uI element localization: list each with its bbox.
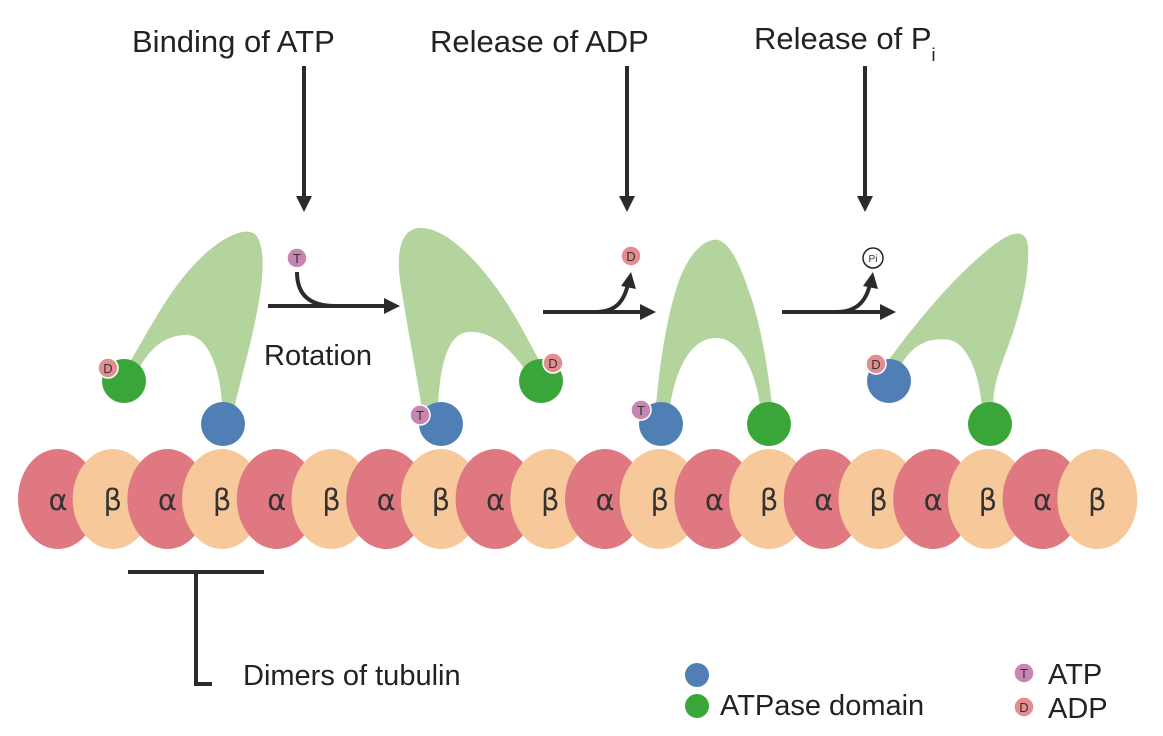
motor-state-1: D [97, 231, 263, 446]
legend-atp: ATP [1048, 659, 1102, 691]
beta-tubulin: β [400, 449, 481, 549]
dimers-label: Dimers of tubulin [243, 660, 461, 692]
adp-badge: D [865, 353, 887, 375]
beta-label: β [979, 483, 998, 517]
beta-label: β [650, 483, 669, 517]
beta-label: β [322, 483, 341, 517]
dimers-bracket [128, 570, 264, 686]
alpha-label: α [595, 483, 614, 517]
legend-head-blue [685, 663, 709, 687]
beta-label: β [869, 483, 888, 517]
svg-text:T: T [416, 408, 424, 423]
alpha-tubulin: α [18, 449, 98, 549]
transition-arrow-1: T [268, 247, 400, 314]
motor-head-blue [201, 402, 245, 446]
beta-tubulin: β [729, 449, 810, 549]
motor-state-4: D [865, 233, 1029, 446]
alpha-tubulin: α [674, 449, 755, 549]
beta-tubulin: β [291, 449, 372, 549]
beta-label: β [760, 483, 779, 517]
motor-head-green [747, 402, 791, 446]
release-pi-main: Release of P [754, 21, 932, 56]
alpha-tubulin: α [236, 449, 317, 549]
step-title-binding-atp: Binding of ATP [132, 24, 335, 59]
svg-text:D: D [871, 357, 880, 372]
svg-text:D: D [548, 356, 557, 371]
transition-arrow-2: D [543, 245, 656, 320]
pi-badge: Pi [862, 247, 884, 269]
svg-text:D: D [103, 361, 112, 376]
beta-tubulin: β [182, 449, 263, 549]
adp-badge: D [97, 357, 119, 379]
atp-badge: T [409, 404, 431, 426]
legend-atp-badge: T [1013, 662, 1035, 684]
legend-adp: ADP [1048, 693, 1108, 725]
legend-atpase-domain: ATPase domain [720, 690, 924, 722]
legend-head-green [685, 694, 709, 718]
svg-text:T: T [293, 251, 301, 266]
alpha-tubulin: α [565, 449, 645, 549]
svg-text:D: D [626, 249, 635, 264]
alpha-label: α [267, 483, 286, 517]
alpha-label: α [158, 483, 177, 517]
beta-label: β [541, 483, 560, 517]
beta-tubulin: β [619, 449, 700, 549]
motor-body [880, 233, 1029, 408]
step-arrow-release-adp [619, 66, 635, 212]
legend: ATPase domain T ATP D ADP [685, 659, 1108, 725]
alpha-label: α [377, 483, 396, 517]
step-title-release-adp: Release of ADP [430, 24, 649, 59]
step-arrow-release-pi [857, 66, 873, 212]
alpha-tubulin: α [783, 449, 864, 549]
rotation-label: Rotation [264, 340, 372, 372]
svg-text:Pi: Pi [869, 254, 878, 265]
alpha-tubulin: α [1002, 449, 1083, 549]
beta-label: β [213, 483, 232, 517]
release-pi-subscript: i [932, 45, 936, 65]
motor-state-2: T D [398, 227, 564, 446]
alpha-label: α [1033, 483, 1052, 517]
atp-badge: T [630, 399, 652, 421]
beta-label: β [1088, 483, 1107, 517]
beta-tubulin: β [947, 449, 1028, 549]
adp-badge: D [542, 352, 564, 374]
adp-badge: D [620, 245, 642, 267]
alpha-tubulin: α [455, 449, 536, 549]
motor-body [124, 231, 263, 410]
motor-body [656, 239, 772, 405]
alpha-tubulin: α [346, 449, 427, 549]
alpha-label: α [486, 483, 505, 517]
beta-tubulin: β [838, 449, 919, 549]
beta-tubulin: β [72, 449, 153, 549]
alpha-label: α [48, 483, 67, 517]
svg-text:D: D [1019, 700, 1028, 715]
atp-badge: T [286, 247, 308, 269]
alpha-label: α [705, 483, 724, 517]
beta-label: β [432, 483, 451, 517]
beta-tubulin: β [1057, 449, 1138, 549]
beta-tubulin: β [510, 449, 591, 549]
legend-adp-badge: D [1013, 696, 1035, 718]
transition-arrow-3: Pi [782, 247, 896, 320]
alpha-tubulin: α [127, 449, 208, 549]
alpha-label: α [814, 483, 833, 517]
svg-text:T: T [1020, 666, 1028, 681]
motor-state-3: T [630, 239, 791, 446]
alpha-label: α [924, 483, 943, 517]
motor-body [398, 227, 540, 410]
svg-text:T: T [637, 403, 645, 418]
alpha-tubulin: α [893, 449, 974, 549]
step-title-release-pi: Release of Pi [754, 21, 936, 65]
motor-head-green [968, 402, 1012, 446]
beta-label: β [103, 483, 122, 517]
step-arrow-binding [296, 66, 312, 212]
